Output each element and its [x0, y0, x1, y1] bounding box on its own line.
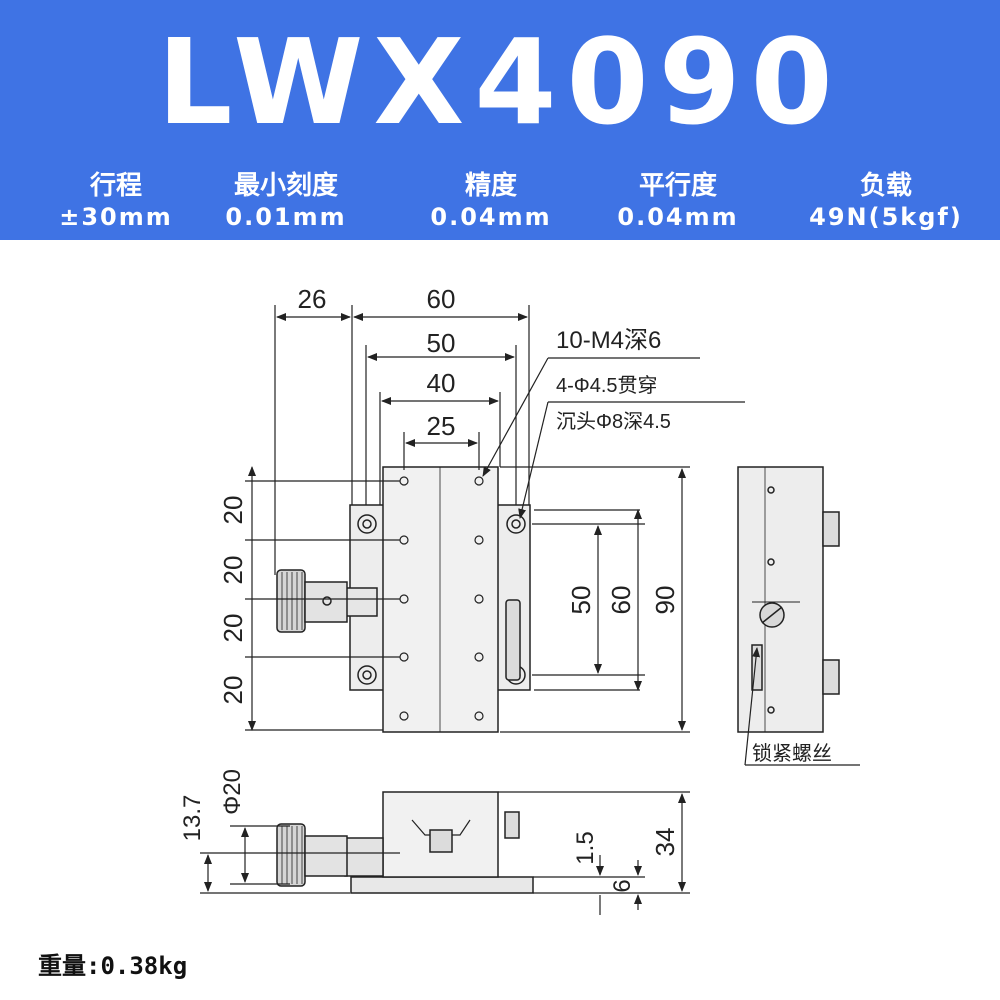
leader-lines: [482, 357, 745, 519]
left-dimensions: [245, 466, 400, 731]
dimension-text: 26 60 50 40 25 20 20 20 20 50 60 90 13.7…: [179, 284, 832, 893]
spec-value: 0.04mm: [430, 203, 552, 231]
dim-6: 6: [609, 879, 636, 892]
dim-40: 40: [427, 368, 456, 398]
spec-accuracy: 精度 0.04mm: [381, 170, 601, 232]
spec-label: 精度: [464, 171, 517, 201]
dim-50: 50: [427, 328, 456, 358]
knob-shaft: [344, 587, 378, 617]
horizontal-dimensions: [274, 305, 530, 575]
note-through-holes: 4-Φ4.5贯穿: [556, 374, 658, 397]
dim-90-vertical: 90: [650, 586, 680, 615]
dim-50-vertical: 50: [566, 586, 596, 615]
note-tapped-holes: 10-M4深6: [556, 327, 661, 354]
spec-label: 行程: [89, 171, 142, 201]
dim-60: 60: [427, 284, 456, 314]
dim-phi20: Φ20: [219, 769, 246, 815]
top-view: [245, 305, 745, 733]
note-lock-screw: 锁紧螺丝: [752, 742, 832, 765]
header-banner: LWX4090 行程 ±30mm 最小刻度 0.01mm 精度 0.04mm 平…: [0, 0, 1000, 240]
technical-drawing: 26 60 50 40 25 20 20 20 20 50 60 90 13.7…: [179, 284, 860, 915]
dim-26: 26: [298, 284, 327, 314]
front-dimensions: [200, 791, 690, 915]
dim-60-vertical: 60: [606, 586, 636, 615]
spec-label: 负载: [859, 171, 912, 201]
spec-parallelism: 平行度 0.04mm: [568, 170, 788, 232]
right-dimensions: [500, 466, 690, 733]
model-title: LWX4090: [157, 13, 843, 151]
dim-20-c: 20: [218, 614, 248, 643]
spec-load: 负载 49N(5kgf): [776, 170, 996, 232]
front-view: [200, 791, 690, 915]
dim-20-a: 20: [218, 496, 248, 525]
spec-label: 最小刻度: [233, 171, 338, 201]
knob-grip: [276, 569, 306, 633]
carriage-table: [382, 466, 499, 733]
dim-13-7: 13.7: [179, 795, 206, 842]
spec-value: 49N(5kgf): [809, 203, 963, 231]
dim-25: 25: [427, 411, 456, 441]
side-view: [737, 466, 860, 766]
spec-value: 0.01mm: [225, 203, 347, 231]
lock-lever: [505, 599, 521, 681]
spec-value: 0.04mm: [617, 203, 739, 231]
spec-value: ±30mm: [59, 203, 173, 231]
spec-stroke: 行程 ±30mm: [6, 170, 226, 232]
spec-label: 平行度: [638, 171, 717, 201]
dim-20-b: 20: [218, 556, 248, 585]
spec-min-scale: 最小刻度 0.01mm: [176, 170, 396, 232]
dim-1-5: 1.5: [572, 831, 599, 864]
note-counterbore: 沉头Φ8深4.5: [556, 410, 671, 433]
weight-label: 重量:0.38kg: [38, 952, 188, 980]
dim-34: 34: [650, 828, 680, 857]
dim-20-d: 20: [218, 676, 248, 705]
